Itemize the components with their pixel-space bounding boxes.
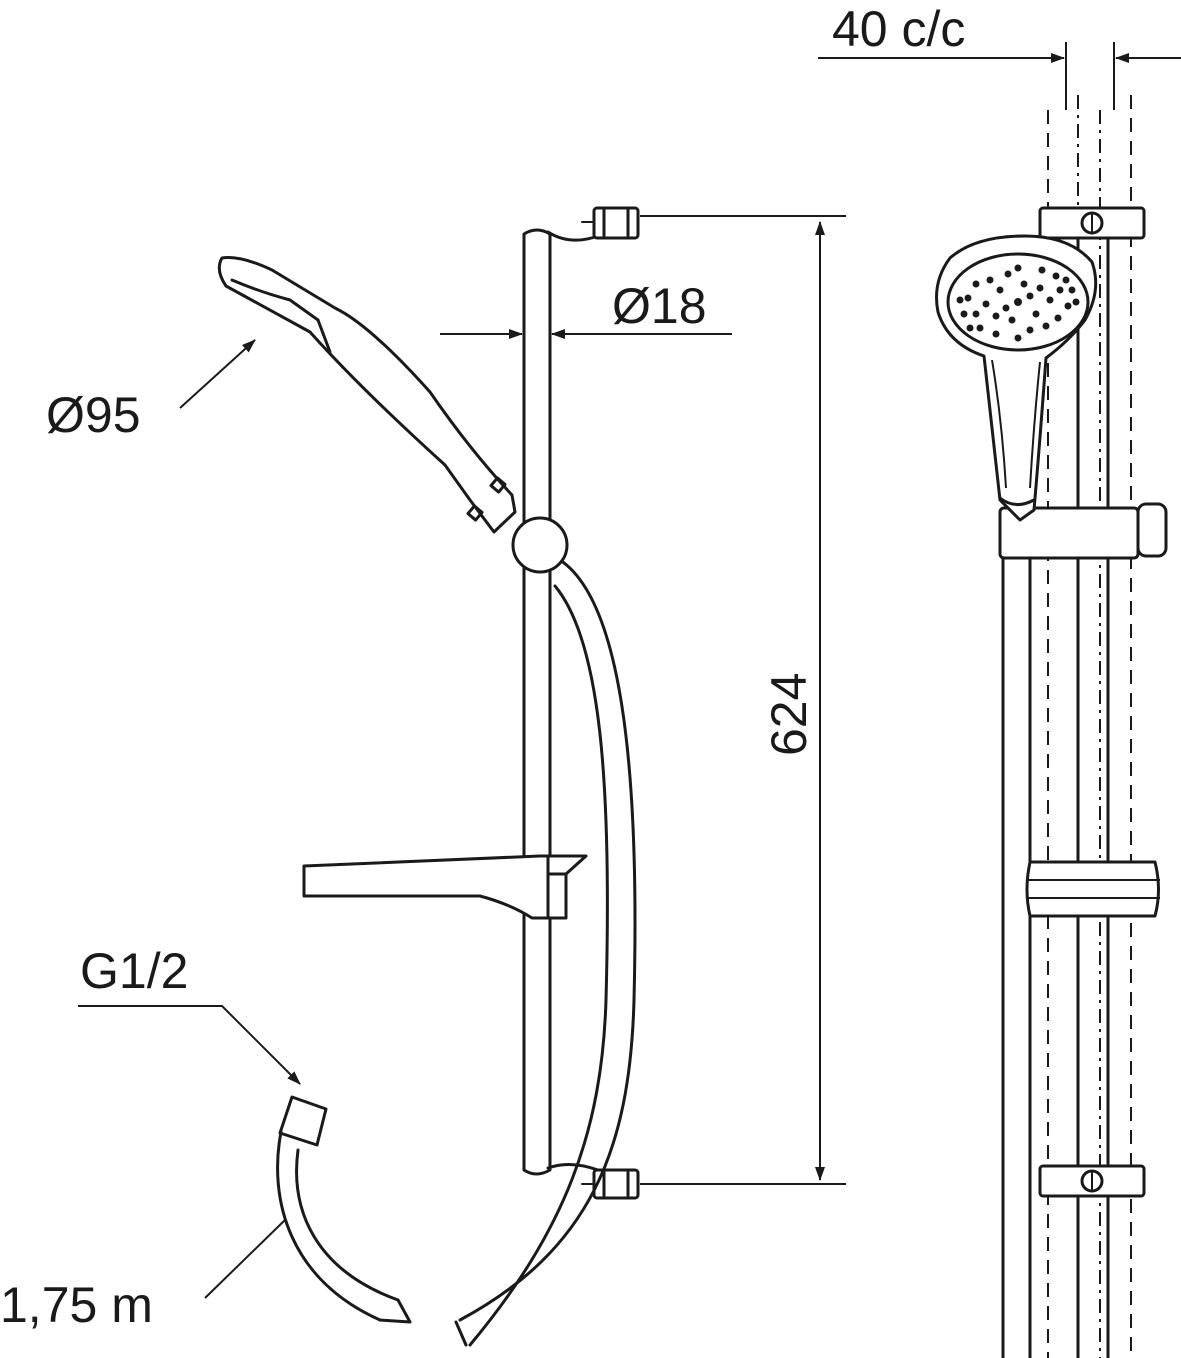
bracket-spacing-label: 40 c/c <box>832 1 965 57</box>
side-view <box>217 206 640 1347</box>
thread-leader <box>78 1005 301 1085</box>
front-shower-head <box>935 234 1098 522</box>
side-view-dimensions <box>78 215 846 1299</box>
slider-holder <box>511 516 569 574</box>
front-view-dimensions <box>818 42 1181 110</box>
nozzle-pattern <box>956 264 1080 342</box>
head-diameter-label: Ø95 <box>46 387 141 443</box>
front-top-bracket <box>1038 206 1146 240</box>
rail-diameter-label: Ø18 <box>612 278 707 334</box>
rail-length-label: 624 <box>761 673 817 756</box>
front-soap-shelf <box>1025 860 1160 918</box>
front-view <box>935 95 1168 1358</box>
slide-rail <box>522 228 552 1176</box>
hose-length-leader <box>204 1219 286 1299</box>
top-wall-bracket <box>546 206 640 242</box>
front-slider-holder <box>998 502 1168 560</box>
hose-connector <box>276 1095 412 1324</box>
front-hose <box>1001 540 1032 1358</box>
hose-length-label: 1,75 m <box>0 1277 153 1333</box>
hand-shower <box>217 256 517 534</box>
head-diameter-leader <box>179 339 256 409</box>
front-bottom-bracket <box>1038 1164 1146 1198</box>
shower-hose <box>454 558 637 1347</box>
soap-shelf <box>302 854 588 920</box>
hose-thread-label: G1/2 <box>80 943 188 999</box>
bottom-wall-bracket <box>546 1163 640 1200</box>
